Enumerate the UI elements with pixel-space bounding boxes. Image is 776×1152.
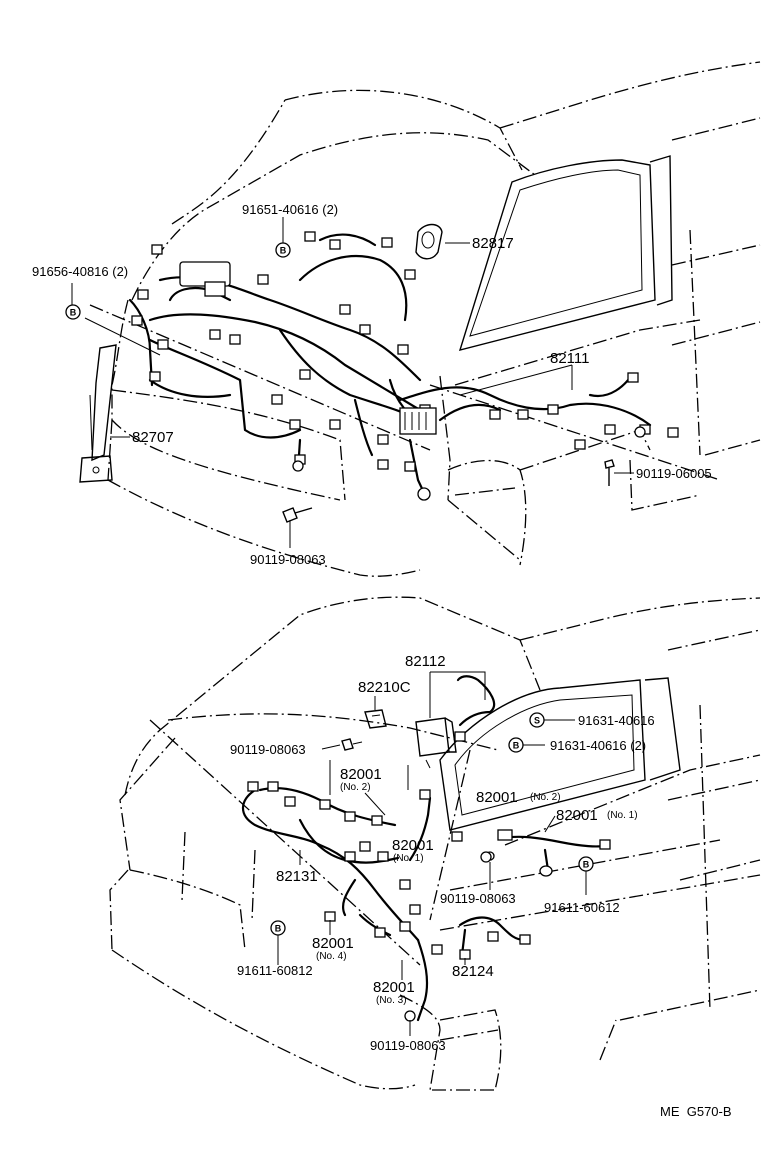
label-82001-no2-left-sub: (No. 2) — [340, 782, 371, 793]
badge-b-91611-60812: B — [270, 920, 286, 936]
badge-b-91656: B — [65, 304, 81, 320]
badge-b-91611-60612: B — [578, 856, 594, 872]
badge-s-91631: S — [529, 712, 545, 728]
label-82001-no4: 82001 — [312, 935, 354, 952]
label-91611-60812: 91611-60812 — [237, 963, 313, 978]
svg-text:B: B — [583, 860, 590, 870]
svg-text:S: S — [534, 716, 540, 726]
diagram-code: ME G570-B — [660, 1104, 732, 1119]
label-82001-no2-left: 82001 — [340, 766, 382, 783]
badge-b-91651: B — [275, 242, 291, 258]
bolt-90119-08063-top — [282, 507, 313, 523]
svg-text:B: B — [513, 741, 520, 751]
bottom-leader-lines — [277, 671, 587, 1036]
label-82001-no1-left: 82001 — [392, 837, 434, 854]
label-91631-40616-2: 91631-40616 (2) — [550, 738, 646, 753]
label-90119-08063-a: 90119-08063 — [230, 742, 306, 757]
part-82210c-relay — [364, 709, 387, 729]
label-82001-no3: 82001 — [373, 979, 415, 996]
label-91656-40816: 91656-40816 (2) — [32, 264, 128, 279]
label-90119-06005: 90119-06005 — [636, 466, 712, 481]
label-90119-08063-top: 90119-08063 — [250, 552, 326, 567]
label-82001-no1-right: 82001 — [556, 807, 598, 824]
label-82112: 82112 — [405, 653, 446, 670]
top-leader-lines — [71, 217, 634, 548]
top-wire-harness — [128, 231, 679, 501]
badge-b-91631: B — [508, 737, 524, 753]
label-82001-no3-sub: (No. 3) — [376, 995, 407, 1006]
bolt-90119-06005 — [604, 459, 615, 486]
label-82001-no2-right: 82001 — [476, 789, 518, 806]
part-82707-bracket — [79, 344, 117, 483]
label-82817: 82817 — [472, 235, 514, 252]
label-82001-no4-sub: (No. 4) — [316, 951, 347, 962]
part-82112-module — [415, 717, 457, 769]
part-82817-bracket — [415, 223, 443, 260]
bolt-90119-08063-a — [341, 738, 363, 751]
svg-text:B: B — [70, 308, 77, 318]
svg-text:B: B — [280, 246, 287, 256]
bolt-90119-08063-b — [480, 851, 492, 863]
label-82131: 82131 — [276, 868, 318, 885]
label-82001-no1-right-sub: (No. 1) — [607, 810, 638, 821]
label-82001-no1-left-sub: (No. 1) — [393, 853, 424, 864]
svg-text:B: B — [275, 924, 282, 934]
label-91651-40616: 91651-40616 (2) — [242, 202, 338, 217]
label-82001-no2-right-sub: (No. 2) — [530, 792, 561, 803]
label-82210c: 82210C — [358, 679, 411, 696]
label-90119-08063-b: 90119-08063 — [440, 891, 516, 906]
label-91631-40616: 91631-40616 — [578, 713, 655, 728]
label-82707: 82707 — [132, 429, 174, 446]
label-82124: 82124 — [452, 963, 494, 980]
label-82111: 82111 — [550, 350, 590, 367]
bottom-vehicle-outline — [109, 596, 761, 1091]
label-90119-08063-c: 90119-08063 — [370, 1038, 446, 1053]
label-91611-60612: 91611-60612 — [544, 900, 620, 915]
